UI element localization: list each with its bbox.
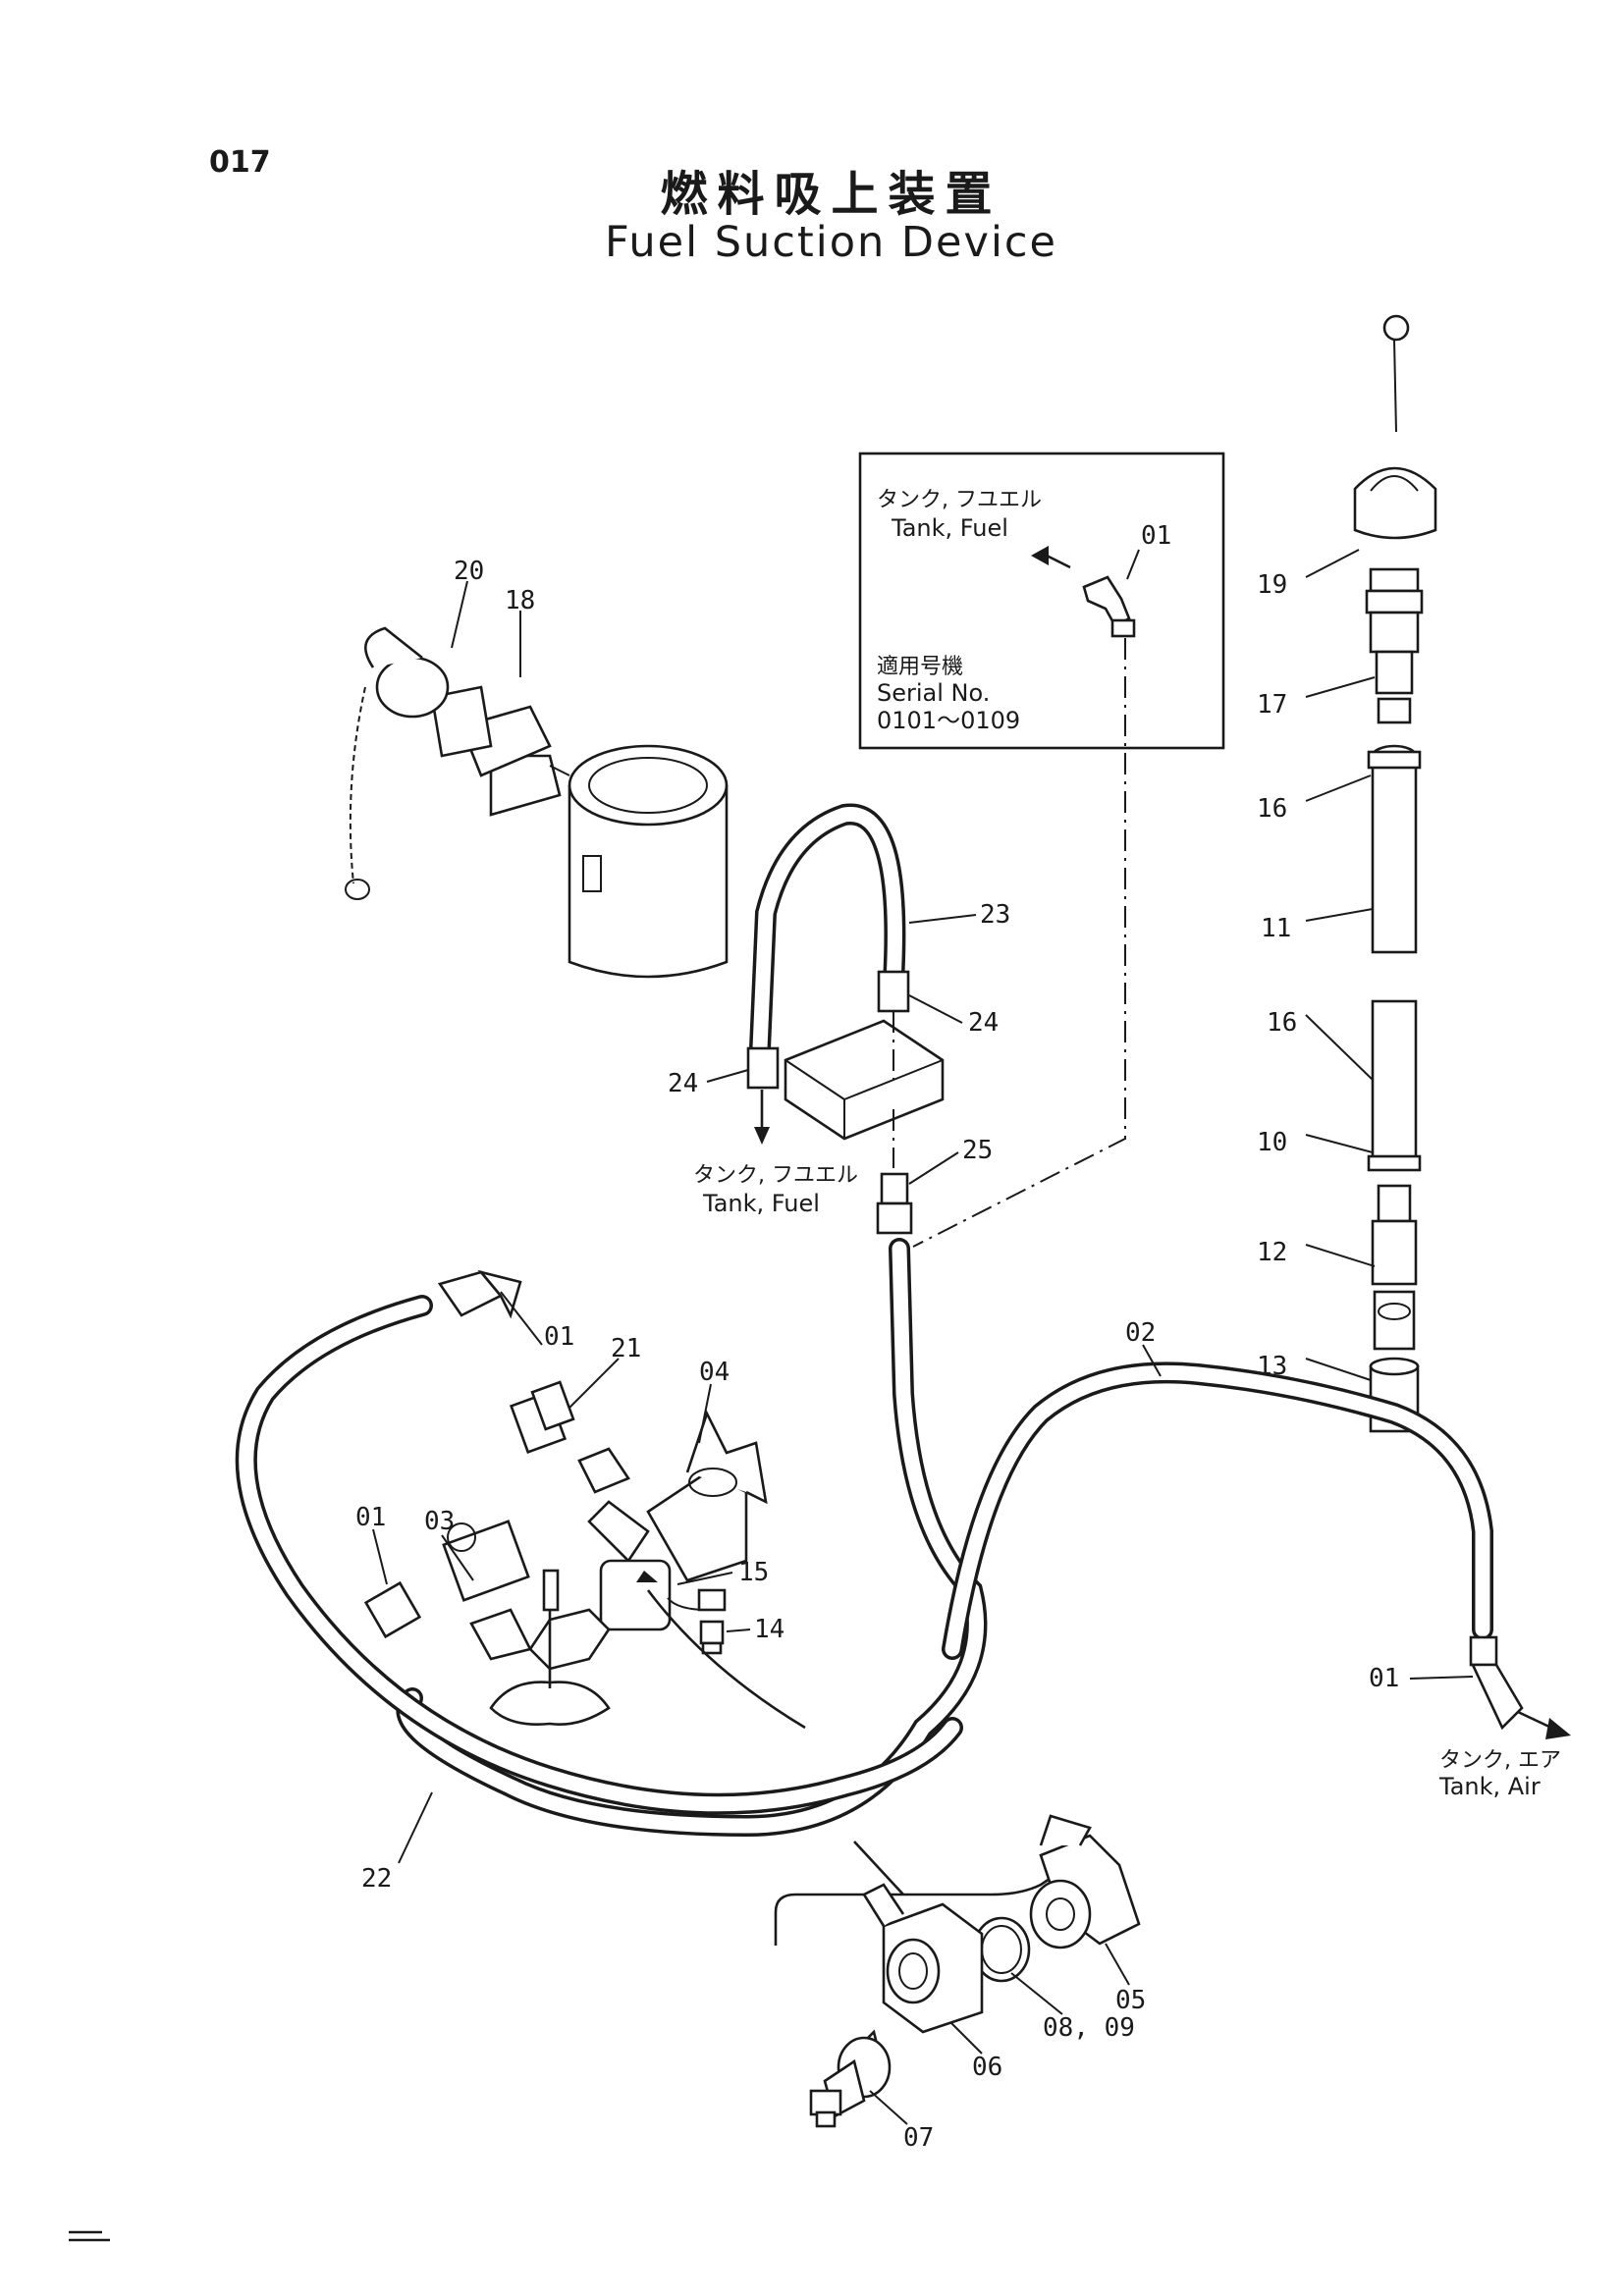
serial-label-ja: 適用号機: [877, 655, 963, 679]
callout-19: 19: [1257, 570, 1287, 600]
callout-15: 15: [738, 1558, 769, 1587]
arrow-up-valve-icon: [636, 1571, 658, 1582]
arrow-to-air-tank-icon: [1545, 1718, 1571, 1739]
title-japanese: 燃料吸上装置: [660, 167, 1002, 222]
callout-01-left: 01: [355, 1503, 386, 1532]
note-tank-air-en: Tank, Air: [1438, 1773, 1541, 1800]
note-tank-fuel-ja: タンク, フユエル: [693, 1163, 858, 1188]
callout-16-lower: 16: [1267, 1008, 1297, 1038]
callout-01-top: 01: [544, 1322, 574, 1352]
inset-box: タンク, フユエル Tank, Fuel 01 適用号機 Serial No. …: [858, 452, 1225, 750]
arrow-down-fuel-icon: [754, 1127, 770, 1145]
callout-20: 20: [454, 557, 484, 586]
callout-23: 23: [980, 900, 1010, 930]
callout-24-left: 24: [668, 1069, 698, 1098]
arrow-to-fuel-tank-icon: [1031, 546, 1049, 565]
page-number: 017: [209, 145, 271, 180]
callout-24-right: 24: [968, 1008, 999, 1038]
filler-assembly: [1353, 314, 1437, 1433]
callout-01-right: 01: [1369, 1664, 1399, 1693]
callout-04: 04: [699, 1358, 730, 1387]
elbow-fitting-01-right: [1469, 1635, 1571, 1739]
valve-group: [363, 1269, 768, 1726]
callout-16-upper: 16: [1257, 794, 1287, 824]
callout-18: 18: [505, 586, 535, 615]
callout-22: 22: [361, 1864, 392, 1894]
callout-17: 17: [1257, 690, 1287, 720]
callout-labels: 19 17 16 11 16 10 12 13 20 18 23 24 24 2…: [355, 557, 1399, 2153]
title-english: Fuel Suction Device: [605, 218, 1057, 267]
callout-02: 02: [1125, 1318, 1156, 1348]
callout-03: 03: [424, 1507, 455, 1536]
elbow-fitting-01-inset: [1082, 575, 1136, 638]
callout-08-09: 08, 09: [1043, 2013, 1135, 2043]
callout-01-inset: 01: [1141, 521, 1171, 551]
callout-12: 12: [1257, 1238, 1287, 1267]
inset-tank-label-ja: タンク, フユエル: [877, 488, 1042, 512]
note-tank-air-ja: タンク, エア: [1439, 1748, 1561, 1773]
inset-tank-label-en: Tank, Fuel: [891, 514, 1008, 542]
fitting-24-lower: [746, 1046, 780, 1090]
filler-neck-assembly: [345, 626, 729, 979]
serial-label-en: Serial No.: [877, 679, 990, 707]
callout-05: 05: [1115, 1986, 1146, 2015]
exploded-coupler-parts: [809, 1814, 1141, 2128]
callout-11: 11: [1261, 914, 1291, 943]
callout-10: 10: [1257, 1128, 1287, 1157]
serial-range: 0101～0109: [877, 707, 1020, 734]
callout-14: 14: [754, 1615, 784, 1644]
callout-leaders: [372, 549, 1474, 2125]
callout-25: 25: [962, 1136, 993, 1165]
callout-13: 13: [1257, 1352, 1287, 1381]
fitting-24-upper: [877, 970, 910, 1013]
fitting-25: [880, 1172, 909, 1205]
note-tank-fuel-en: Tank, Fuel: [702, 1190, 820, 1217]
callout-06: 06: [972, 2053, 1002, 2082]
callout-07: 07: [903, 2123, 934, 2153]
callout-21: 21: [611, 1334, 641, 1363]
mounting-block: [784, 1019, 945, 1141]
